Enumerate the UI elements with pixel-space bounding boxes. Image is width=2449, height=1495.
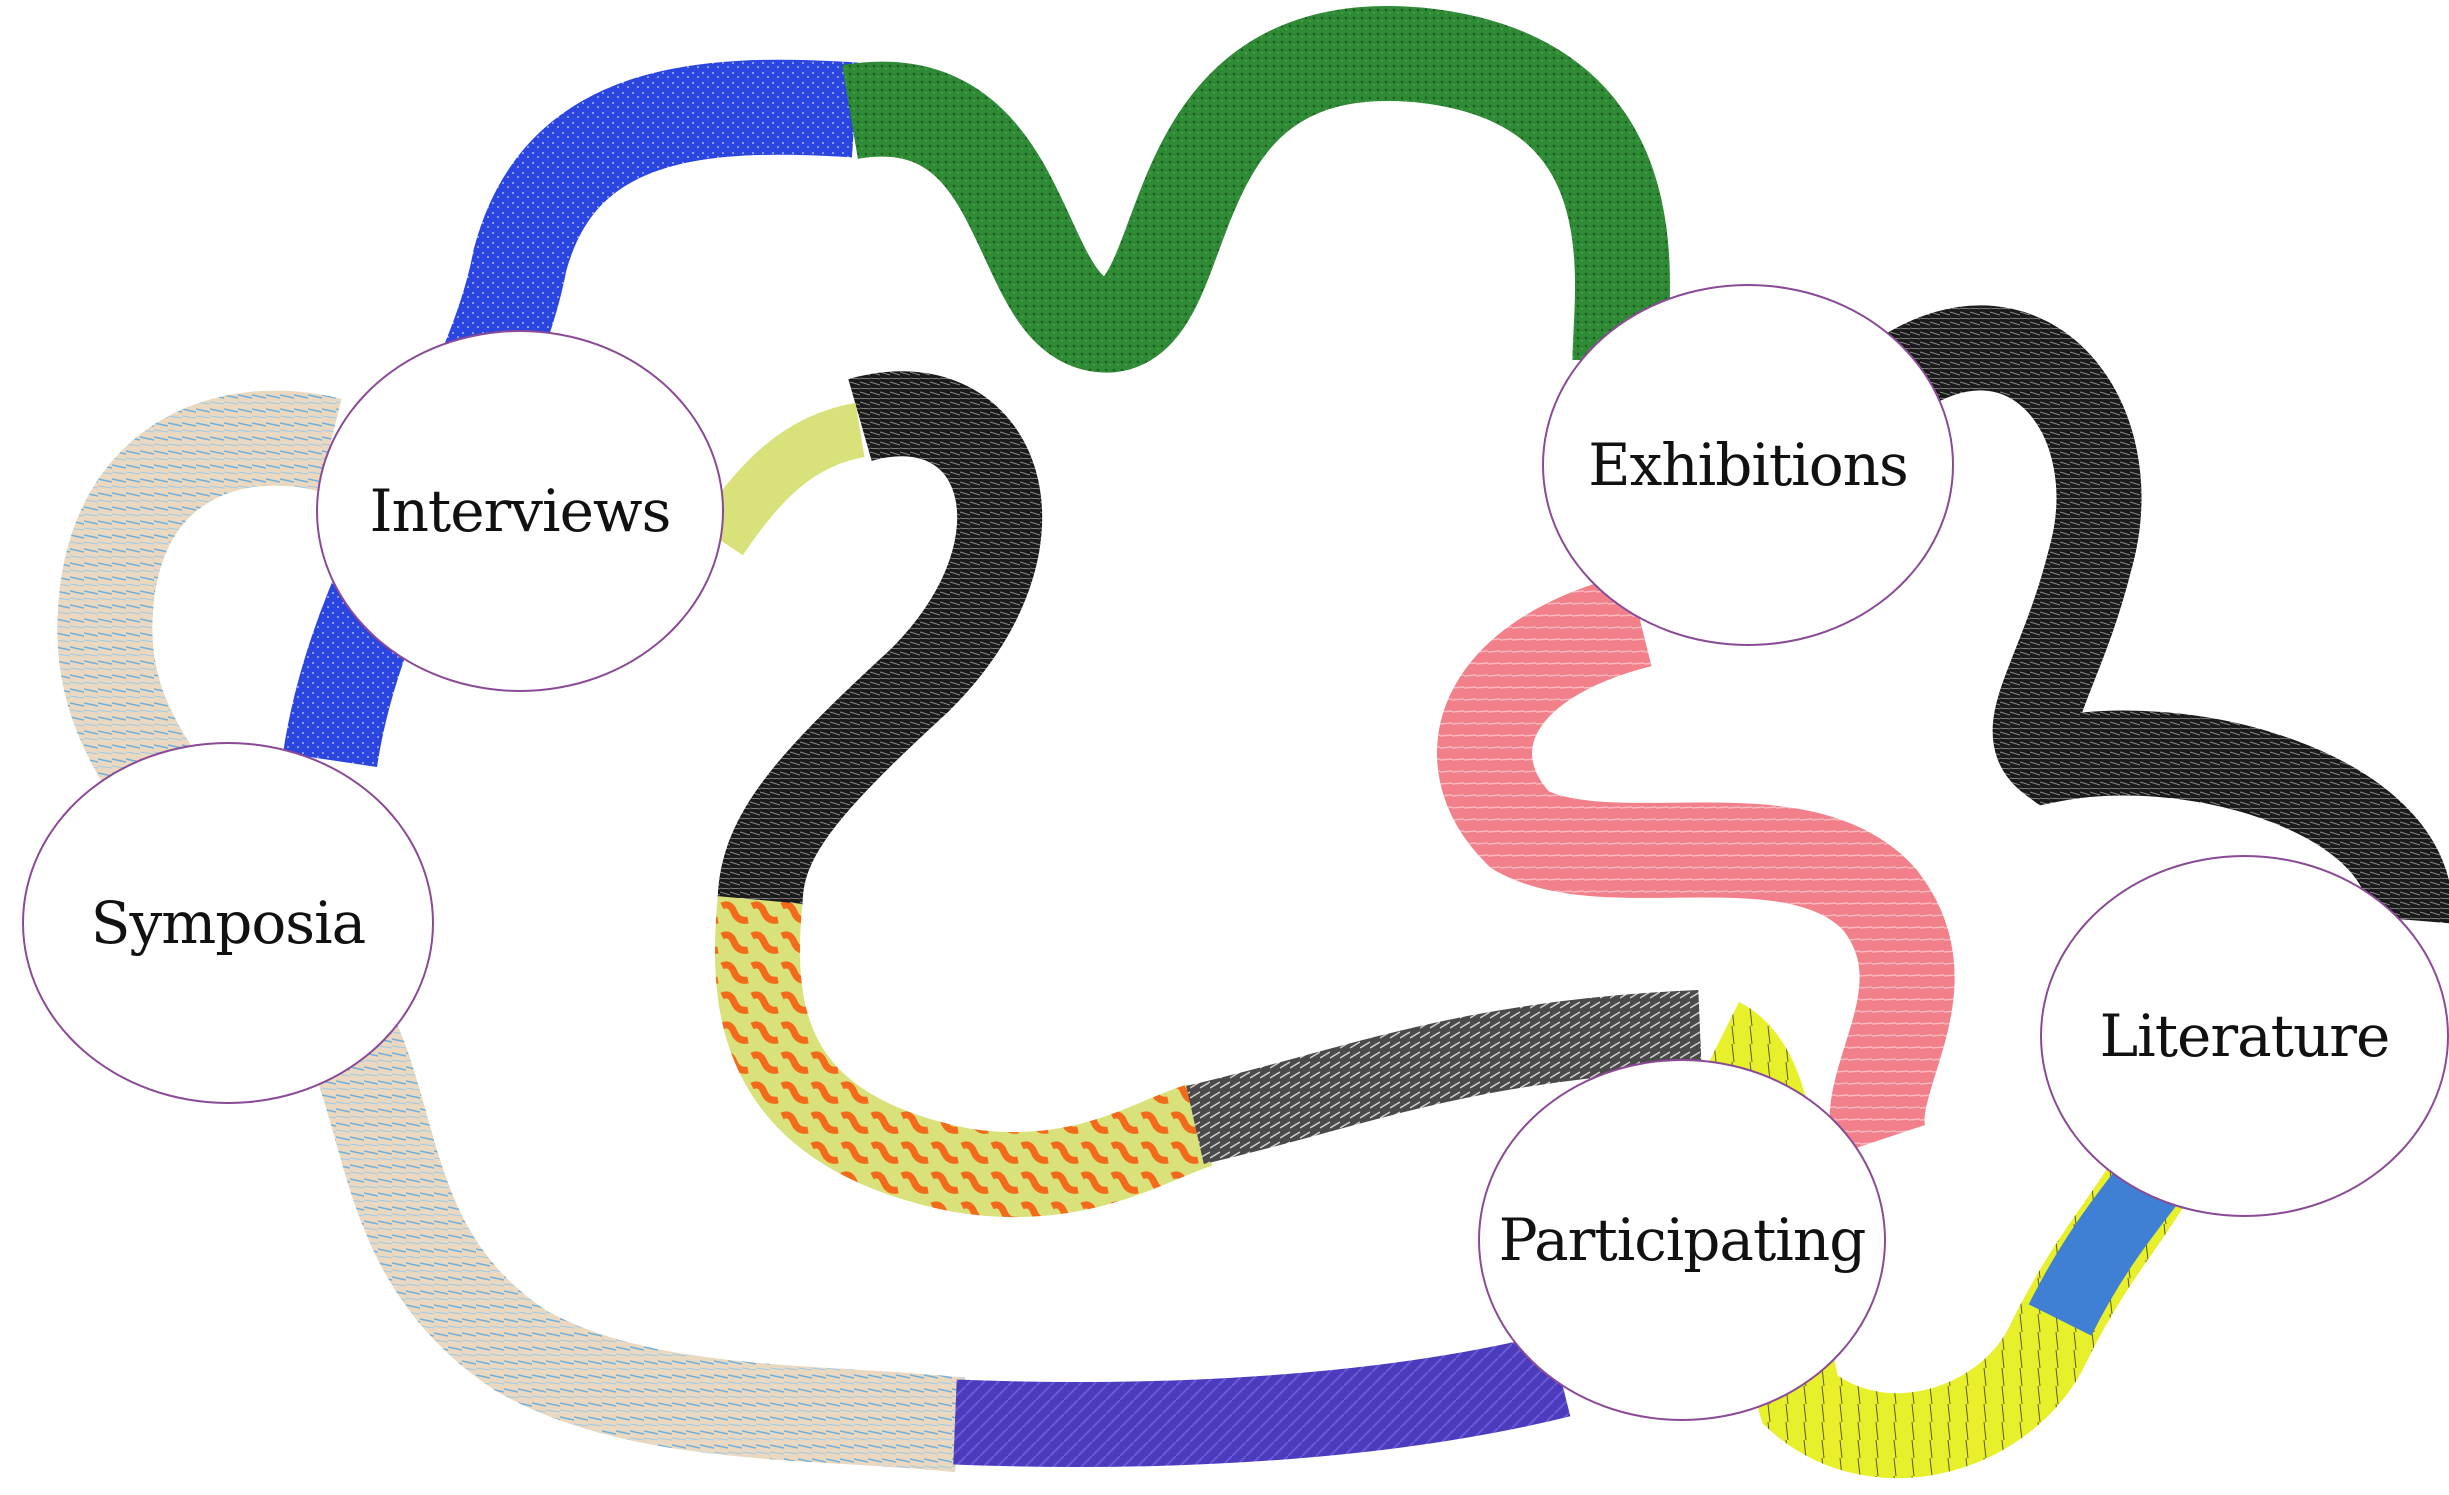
node-symposia: Symposia (22, 742, 434, 1104)
node-participating-label: Participating (1498, 1206, 1867, 1274)
green-ribbon (842, 5, 1670, 373)
node-participating: Participating (1478, 1059, 1886, 1421)
lime-connector (697, 402, 866, 556)
node-literature-label: Literature (2099, 1002, 2391, 1070)
inner-black-ribbon (717, 371, 1043, 907)
node-interviews-label: Interviews (369, 477, 672, 545)
grey-ribbon (1186, 990, 1702, 1165)
node-exhibitions: Exhibitions (1542, 284, 1954, 646)
node-symposia-label: Symposia (90, 889, 366, 957)
black-ribbon (1876, 305, 2449, 924)
purple-ribbon (953, 1333, 1571, 1468)
node-literature: Literature (2040, 855, 2449, 1217)
orange-ribbon (714, 896, 1214, 1218)
node-interviews: Interviews (316, 330, 724, 692)
pink-ribbon (1437, 573, 1955, 1155)
node-exhibitions-label: Exhibitions (1588, 431, 1909, 499)
